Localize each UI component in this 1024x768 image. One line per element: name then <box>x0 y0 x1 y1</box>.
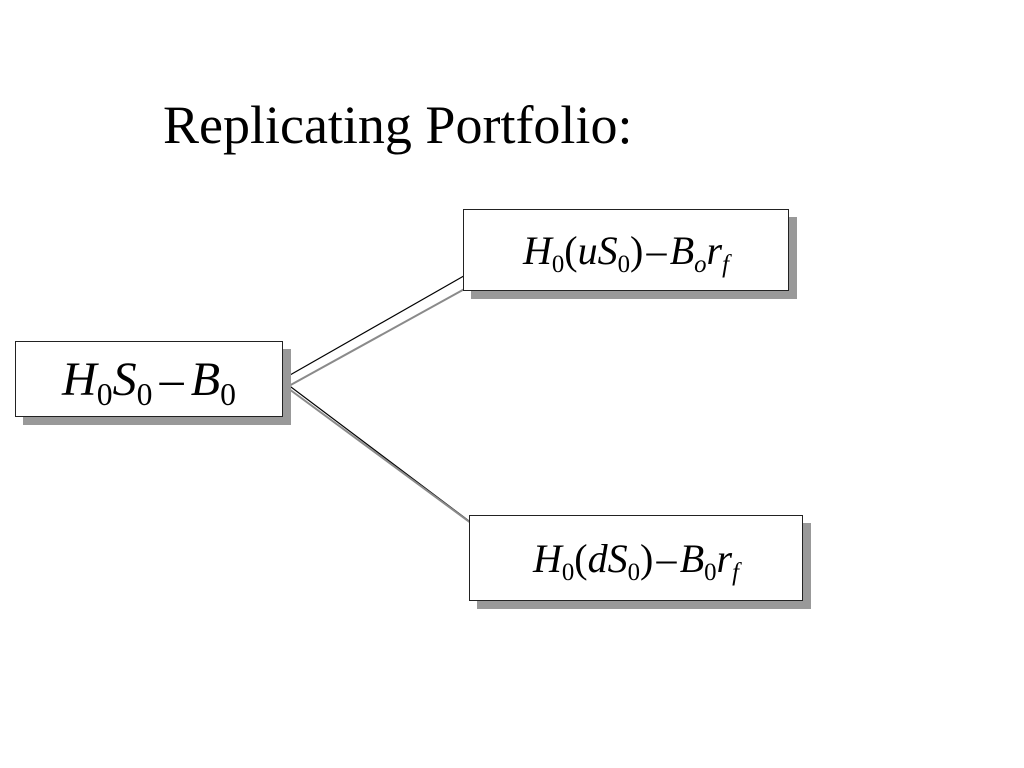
root-minus: – <box>159 352 184 406</box>
root-h: H <box>62 352 97 406</box>
up-formula: H0(uS0)–Borf <box>522 227 730 278</box>
up-minus: – <box>646 227 667 273</box>
root-b-sub: 0 <box>220 376 236 412</box>
down-close-paren: ) <box>640 535 654 581</box>
up-connector-shadow <box>286 280 480 388</box>
root-node-box: H0S0–B0 <box>15 341 283 417</box>
up-open-paren: ( <box>564 227 578 273</box>
down-s: S <box>607 535 628 581</box>
down-r-sub: f <box>732 558 740 586</box>
down-node-box: H0(dS0)–B0rf <box>469 515 803 601</box>
root-s-sub: 0 <box>136 376 153 412</box>
up-r: r <box>706 227 723 273</box>
up-b-sub: o <box>694 250 707 278</box>
up-s: S <box>597 227 618 273</box>
root-h-sub: 0 <box>96 376 113 412</box>
up-close-paren: ) <box>630 227 644 273</box>
slide-title: Replicating Portfolio: <box>163 95 633 155</box>
down-s-sub: 0 <box>627 558 640 586</box>
up-h: H <box>522 227 552 273</box>
down-minus: – <box>656 535 677 581</box>
down-h: H <box>532 535 562 581</box>
down-open-paren: ( <box>574 535 588 581</box>
up-connector-line <box>282 272 470 380</box>
down-d: d <box>587 535 608 581</box>
down-formula: H0(dS0)–B0rf <box>532 535 740 586</box>
up-u: u <box>577 227 598 273</box>
up-node-box: H0(uS0)–Borf <box>463 209 789 291</box>
up-b: B <box>669 227 695 273</box>
up-r-sub: f <box>722 250 730 278</box>
up-h-sub: 0 <box>551 250 565 278</box>
root-formula: H0S0–B0 <box>62 352 236 410</box>
down-b-sub: 0 <box>704 558 717 586</box>
up-s-sub: 0 <box>617 250 630 278</box>
down-r: r <box>716 535 733 581</box>
root-b: B <box>190 352 221 406</box>
root-s: S <box>112 352 137 406</box>
down-b: B <box>679 535 705 581</box>
down-connector-shadow <box>288 388 480 530</box>
down-h-sub: 0 <box>561 558 575 586</box>
